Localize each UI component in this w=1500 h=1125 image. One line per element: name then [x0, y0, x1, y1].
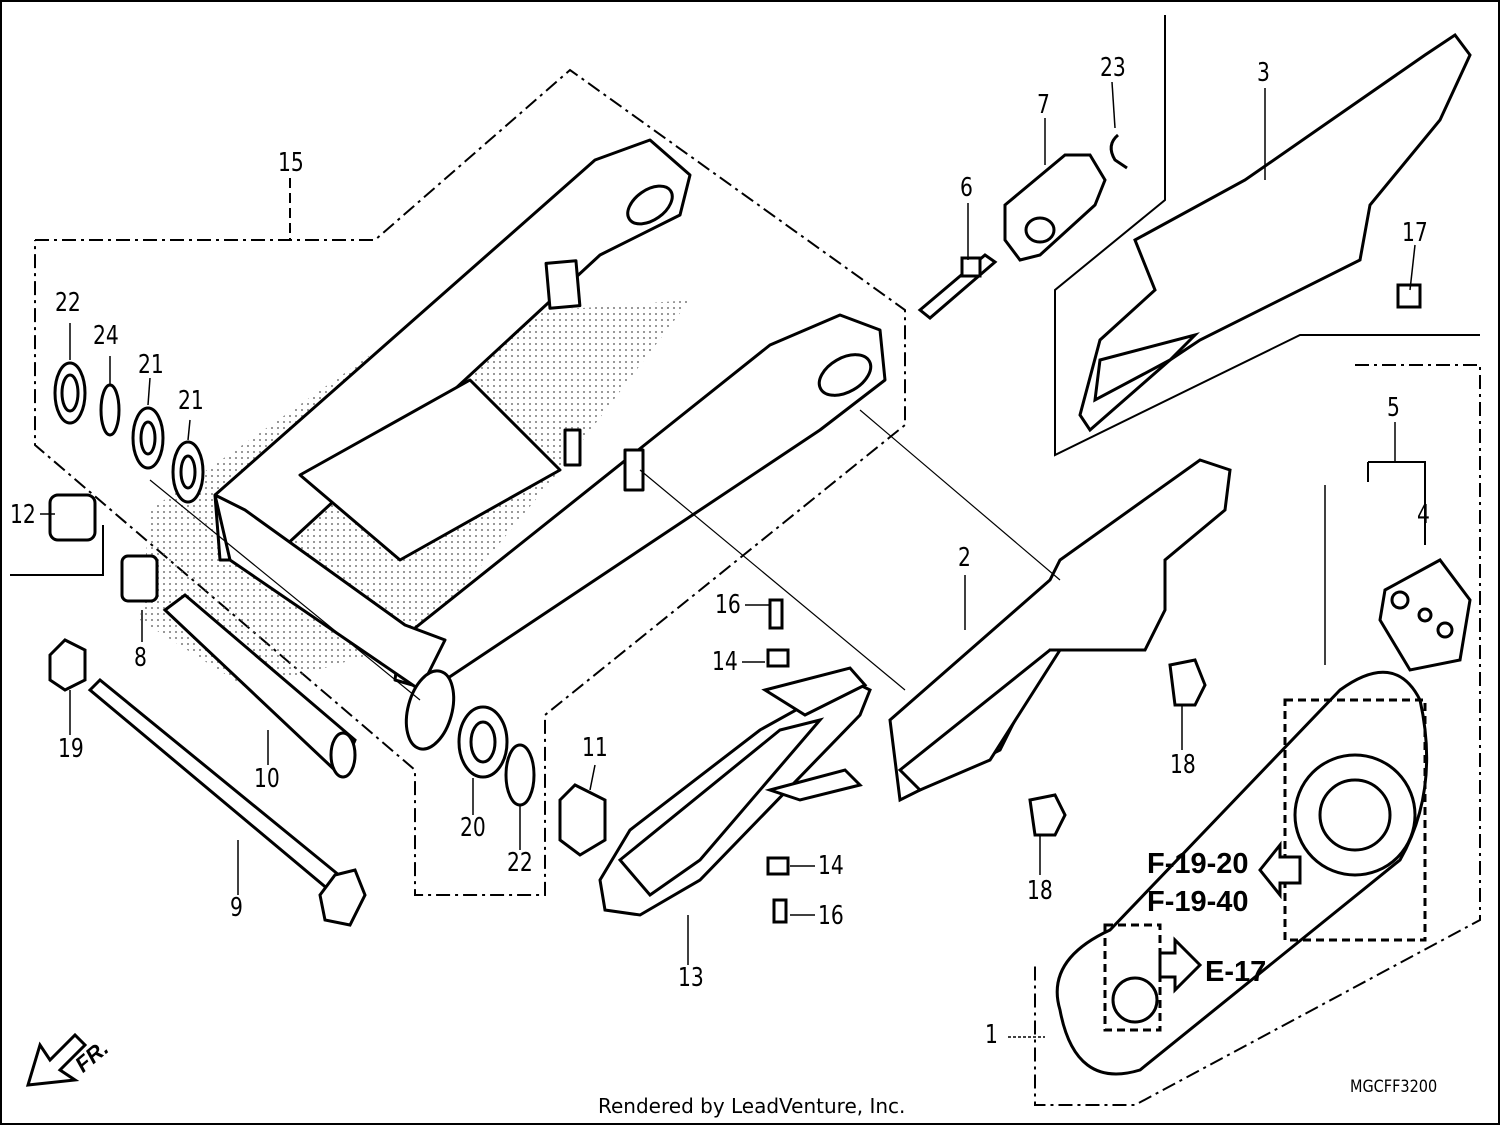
- callout-5: 5: [1387, 393, 1400, 423]
- callout-14b: 14: [818, 851, 844, 881]
- callout-16a: 16: [715, 590, 741, 620]
- callout-22b: 22: [507, 848, 533, 878]
- callout-1: 1: [985, 1020, 998, 1050]
- callout-4: 4: [1417, 500, 1430, 530]
- callout-13: 13: [678, 963, 704, 993]
- swingarm: [213, 138, 887, 751]
- callout-6: 6: [960, 173, 973, 203]
- chain-slider: [598, 598, 872, 924]
- callout-18b: 18: [1027, 876, 1053, 906]
- callout-9: 9: [230, 893, 243, 923]
- leader-lines: [40, 81, 1416, 1038]
- callout-21b: 21: [178, 386, 204, 416]
- callout-20: 20: [460, 813, 486, 843]
- pivot-parts: [48, 361, 607, 927]
- callout-7: 7: [1037, 90, 1050, 120]
- reference-f-19-20[interactable]: F-19-20: [1147, 848, 1249, 880]
- callout-10: 10: [254, 764, 280, 794]
- callout-24: 24: [93, 321, 119, 351]
- callout-18a: 18: [1170, 750, 1196, 780]
- callout-16b: 16: [818, 901, 844, 931]
- callout-17: 17: [1402, 218, 1428, 248]
- callout-22a: 22: [55, 288, 81, 318]
- callout-21a: 21: [138, 350, 164, 380]
- reference-arrows: [1158, 840, 1302, 994]
- callout-14a: 14: [712, 647, 738, 677]
- front-direction-arrow: [25, 1032, 88, 1087]
- link-kit: [1378, 558, 1472, 672]
- callout-8: 8: [134, 643, 147, 673]
- callout-15: 15: [278, 148, 304, 178]
- callout-11: 11: [582, 733, 608, 763]
- chain-guard: [1078, 32, 1472, 433]
- chain-case: [888, 458, 1232, 837]
- chain-adjuster: [917, 133, 1128, 320]
- callout-2: 2: [958, 543, 971, 573]
- render-credit: Rendered by LeadVenture, Inc.: [598, 1094, 906, 1118]
- callout-19: 19: [58, 734, 84, 764]
- callout-3: 3: [1257, 58, 1270, 88]
- diagram-code: MGCFF3200: [1350, 1077, 1438, 1097]
- callout-12: 12: [10, 500, 36, 530]
- drive-chain: [1055, 670, 1429, 1076]
- callout-23: 23: [1100, 53, 1126, 83]
- reference-e-17[interactable]: E-17: [1205, 956, 1267, 988]
- reference-f-19-40[interactable]: F-19-40: [1147, 886, 1249, 918]
